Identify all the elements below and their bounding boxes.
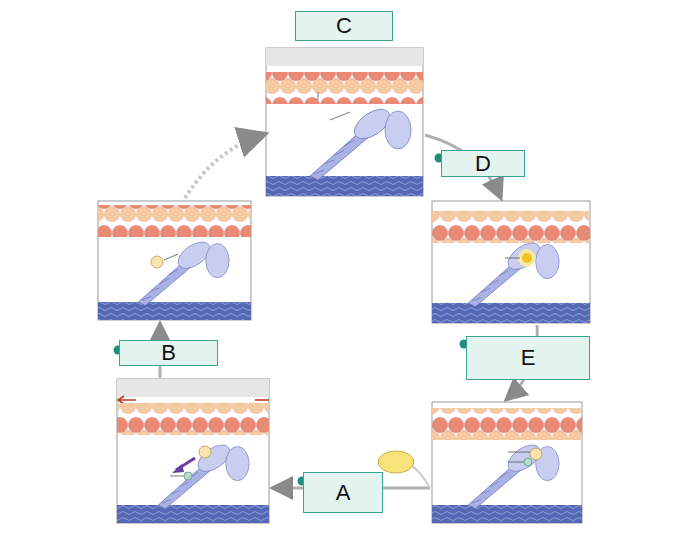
step-label-box: B [119, 340, 218, 366]
step-label-box: C [295, 11, 393, 41]
step-letter: C [336, 13, 352, 39]
step-label-box: E [466, 336, 590, 380]
step-dots [114, 154, 469, 486]
panel-bottom-right [432, 402, 582, 523]
step-letter: A [336, 480, 351, 506]
step-letter: E [521, 345, 536, 371]
cycle-arrows [160, 135, 537, 488]
panel-top [266, 48, 423, 196]
step-label-box: A [303, 472, 383, 513]
panel-bottom-left [117, 379, 269, 523]
panel-left [98, 201, 251, 320]
step-label-box: D [441, 150, 525, 177]
atp-molecule [378, 451, 414, 473]
step-letter: D [475, 151, 491, 177]
panel-right [432, 201, 590, 323]
step-letter: B [161, 340, 176, 366]
